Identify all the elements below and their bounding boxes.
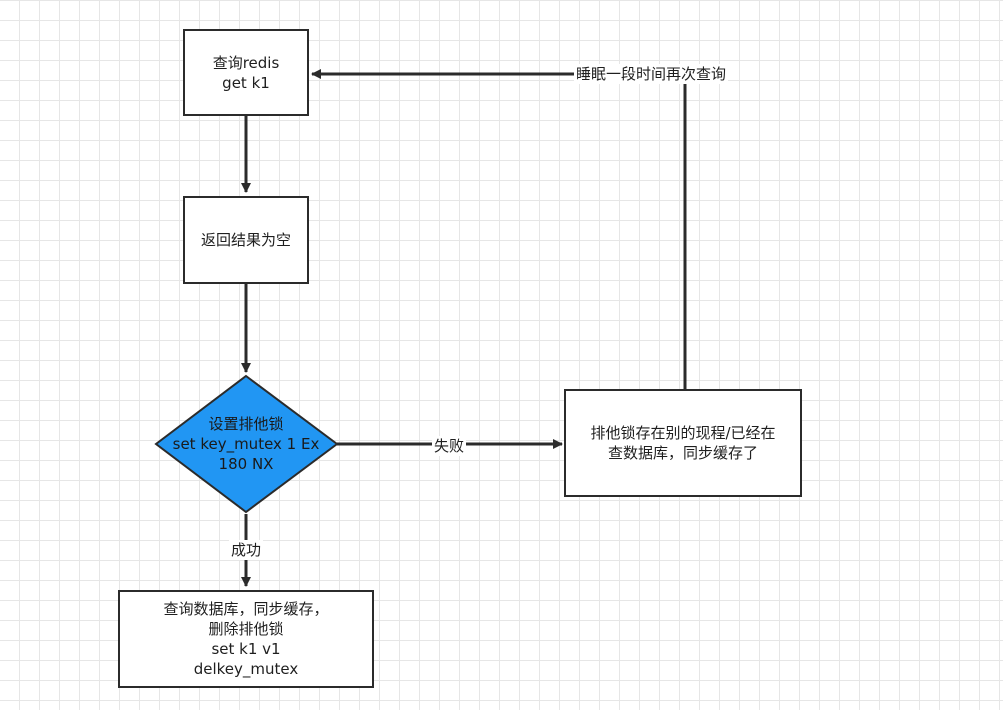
decision-diamond	[154, 374, 339, 514]
success-label: 成功	[229, 540, 264, 560]
query-redis-box: 查询redis get k1	[183, 29, 309, 116]
query-db-line-1: 查询数据库，同步缓存，	[163, 600, 329, 618]
retry-label: 睡眠一段时间再次查询	[574, 64, 729, 84]
set-lock-line-3: 180 NX	[218, 455, 274, 473]
query-db-line-2: 删除排他锁	[208, 620, 284, 638]
query-db-line-3: set k1 v1	[211, 640, 281, 658]
empty-result-line-1: 返回结果为空	[200, 231, 291, 249]
query-db-box: 查询数据库，同步缓存， 删除排他锁 set k1 v1 delkey_mutex	[118, 590, 374, 688]
empty-result-box: 返回结果为空	[183, 196, 309, 284]
lock-exists-line-1: 排他锁存在别的现程/已经在	[590, 424, 776, 442]
set-lock-line-2: set key_mutex 1 Ex	[172, 435, 320, 453]
query-redis-line-2: get k1	[222, 73, 270, 92]
edge-retry-loop	[311, 69, 687, 389]
set-lock-label: 设置排他锁 set key_mutex 1 Ex 180 NX	[166, 412, 326, 476]
lock-exists-box: 排他锁存在别的现程/已经在 查数据库，同步缓存了	[564, 389, 802, 497]
query-redis-line-1: 查询redis	[212, 53, 280, 72]
fail-label: 失败	[432, 436, 467, 456]
lock-exists-line-2: 查数据库，同步缓存了	[607, 444, 758, 462]
set-lock-line-1: 设置排他锁	[208, 415, 284, 433]
query-db-line-4: delkey_mutex	[193, 660, 299, 678]
